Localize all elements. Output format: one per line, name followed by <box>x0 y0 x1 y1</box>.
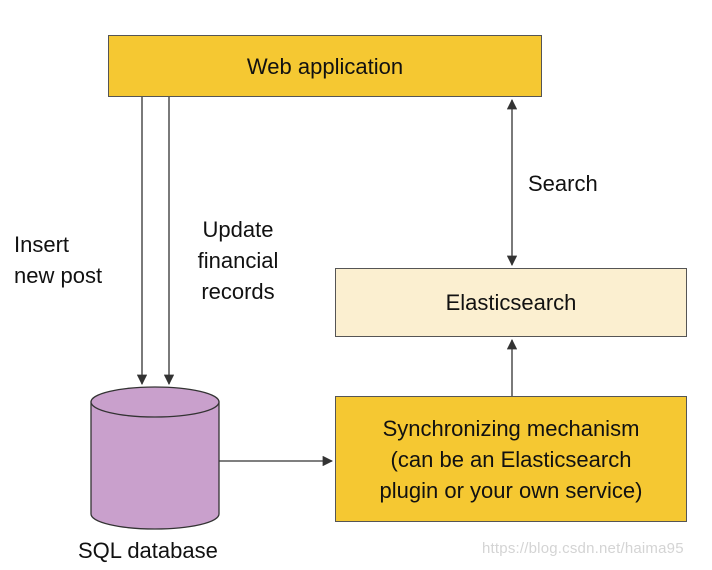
sql-database-label: SQL database <box>78 538 218 563</box>
update-line-1: Update <box>202 217 274 242</box>
synchronizing-mechanism-label: Synchronizing mechanism (can be an Elast… <box>380 413 643 506</box>
elasticsearch-box: Elasticsearch <box>335 268 687 337</box>
update-line-2: financial <box>197 248 279 273</box>
search-label: Search <box>528 171 598 196</box>
cylinder-body <box>90 401 220 530</box>
cylinder-top <box>90 386 220 418</box>
sync-line-2: (can be an Elasticsearch <box>390 446 632 472</box>
insert-line-2: new post <box>14 263 103 288</box>
web-application-label: Web application <box>246 53 404 79</box>
update-financial-records-label: Update financial records <box>192 214 284 307</box>
sql-database-cylinder <box>90 386 220 530</box>
sync-line-1: Synchronizing mechanism <box>382 415 640 441</box>
synchronizing-mechanism-box: Synchronizing mechanism (can be an Elast… <box>335 396 687 522</box>
web-application-box: Web application <box>108 35 542 97</box>
sync-line-3: plugin or your own service) <box>379 477 643 503</box>
insert-new-post-label: Insert new post <box>14 229 102 291</box>
elasticsearch-label: Elasticsearch <box>445 290 577 315</box>
update-line-3: records <box>201 279 275 304</box>
insert-line-1: Insert <box>14 232 70 257</box>
watermark: https://blog.csdn.net/haima95 <box>482 540 684 557</box>
